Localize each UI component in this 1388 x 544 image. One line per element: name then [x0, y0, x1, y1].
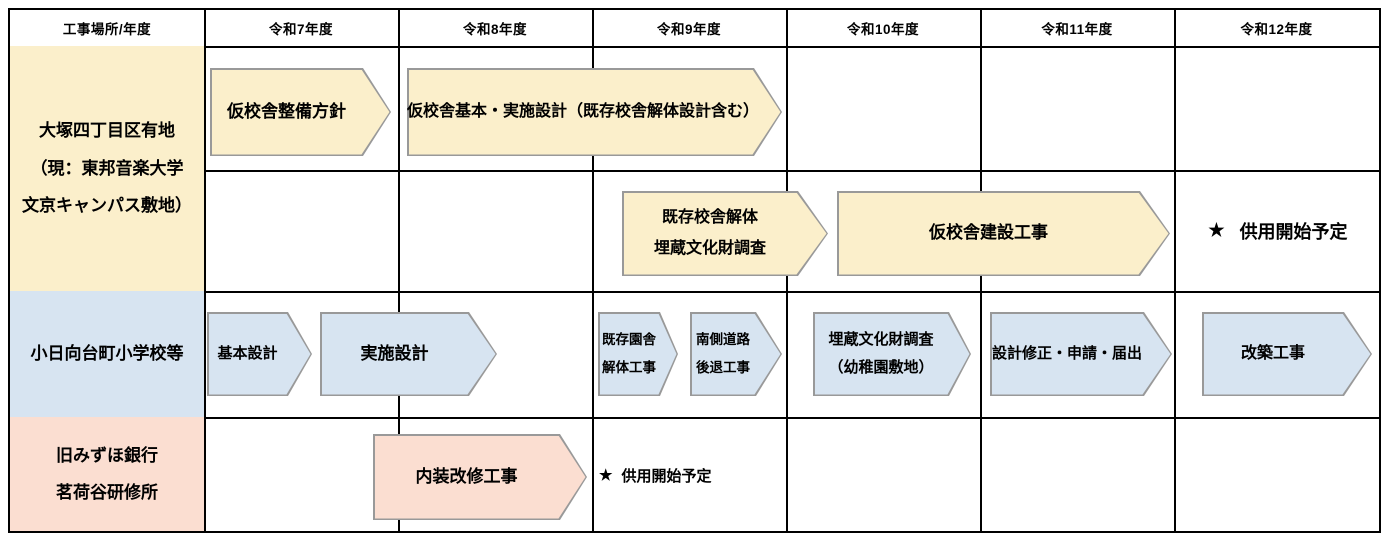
arrow-label: 埋蔵文化財調査 （幼稚園敷地）: [828, 330, 934, 376]
note-label: 供用開始予定: [621, 467, 712, 485]
star-icon: ★: [599, 467, 613, 484]
note-service-start-row3: ★ 供用開始予定: [599, 417, 899, 533]
arrow-design-revision-application: 設計修正・申請・届出: [990, 312, 1172, 396]
arrow-label: 南側道路 後退工事: [696, 331, 750, 375]
arrow-basic-design: 基本設計: [207, 312, 312, 396]
arrow-buried-cultural-survey: 埋蔵文化財調査 （幼稚園敷地）: [813, 312, 971, 396]
star-icon: ★: [1208, 220, 1225, 240]
header-cell-site-year: 工事場所/年度: [62, 22, 152, 37]
grid-line-vertical: [204, 10, 206, 531]
grid-line-vertical: [1174, 10, 1176, 531]
arrow-label: 設計修正・申請・届出: [991, 344, 1142, 362]
arrow-label: 仮校舎建設工事: [929, 223, 1048, 243]
grid-line-horizontal: [10, 46, 1379, 48]
arrow-label: 実施設計: [360, 343, 429, 363]
header-cell-reiwa9: 令和9年度: [656, 22, 721, 37]
arrow-label: 仮校舎整備方針: [227, 101, 346, 121]
header-cell-reiwa10: 令和10年度: [846, 22, 920, 37]
site-label-otsuka: 大塚四丁目区有地 （現：東邦音楽大学 文京キャンパス敷地）: [10, 46, 204, 291]
arrow-label: 改築工事: [1240, 344, 1305, 362]
arrow-existing-kindergarten-demolition: 既存園舎 解体工事: [598, 312, 678, 396]
grid-line-vertical: [592, 10, 594, 531]
site-label-mizuho-bank: 旧みずほ銀行 茗荷谷研修所: [10, 417, 204, 531]
site-label-kohinata-school: 小日向台町小学校等: [10, 291, 204, 417]
header-cell-reiwa12: 令和12年度: [1240, 22, 1313, 37]
arrow-label: 内装改修工事: [415, 466, 518, 486]
grid-line-horizontal: [10, 291, 1379, 293]
grid-line-vertical: [398, 10, 400, 531]
arrow-label: 既存園舎 解体工事: [602, 331, 656, 375]
grid-line-horizontal: [10, 417, 1379, 419]
arrow-temp-school-construction: 仮校舎建設工事: [837, 191, 1170, 276]
grid-line-horizontal: [204, 170, 1379, 172]
arrow-label: 仮校舎基本・実施設計（既存校舎解体設計含む）: [407, 102, 760, 120]
header-cell-reiwa11: 令和11年度: [1041, 22, 1113, 37]
arrow-temp-school-policy: 仮校舎整備方針: [210, 68, 391, 156]
arrow-temp-school-design: 仮校舎基本・実施設計（既存校舎解体設計含む）: [407, 68, 782, 156]
header-cell-reiwa7: 令和7年度: [268, 22, 333, 37]
arrow-interior-renovation: 内装改修工事: [373, 434, 587, 520]
note-service-start-row1: ★ 供用開始予定: [1176, 170, 1380, 291]
arrow-existing-school-demolition-survey: 既存校舎解体 埋蔵文化財調査: [622, 191, 828, 276]
header-cell-reiwa8: 令和8年度: [462, 22, 527, 37]
arrow-label: 基本設計: [217, 344, 278, 362]
schedule-table: 工事場所/年度 令和7年度 令和8年度 令和9年度 令和10年度 令和11年度 …: [8, 8, 1381, 533]
note-label: 供用開始予定: [1239, 221, 1348, 242]
arrow-label: 既存校舎解体 埋蔵文化財調査: [653, 209, 766, 257]
arrow-implementation-design: 実施設計: [320, 312, 497, 396]
arrow-reconstruction-work: 改築工事: [1202, 312, 1372, 396]
